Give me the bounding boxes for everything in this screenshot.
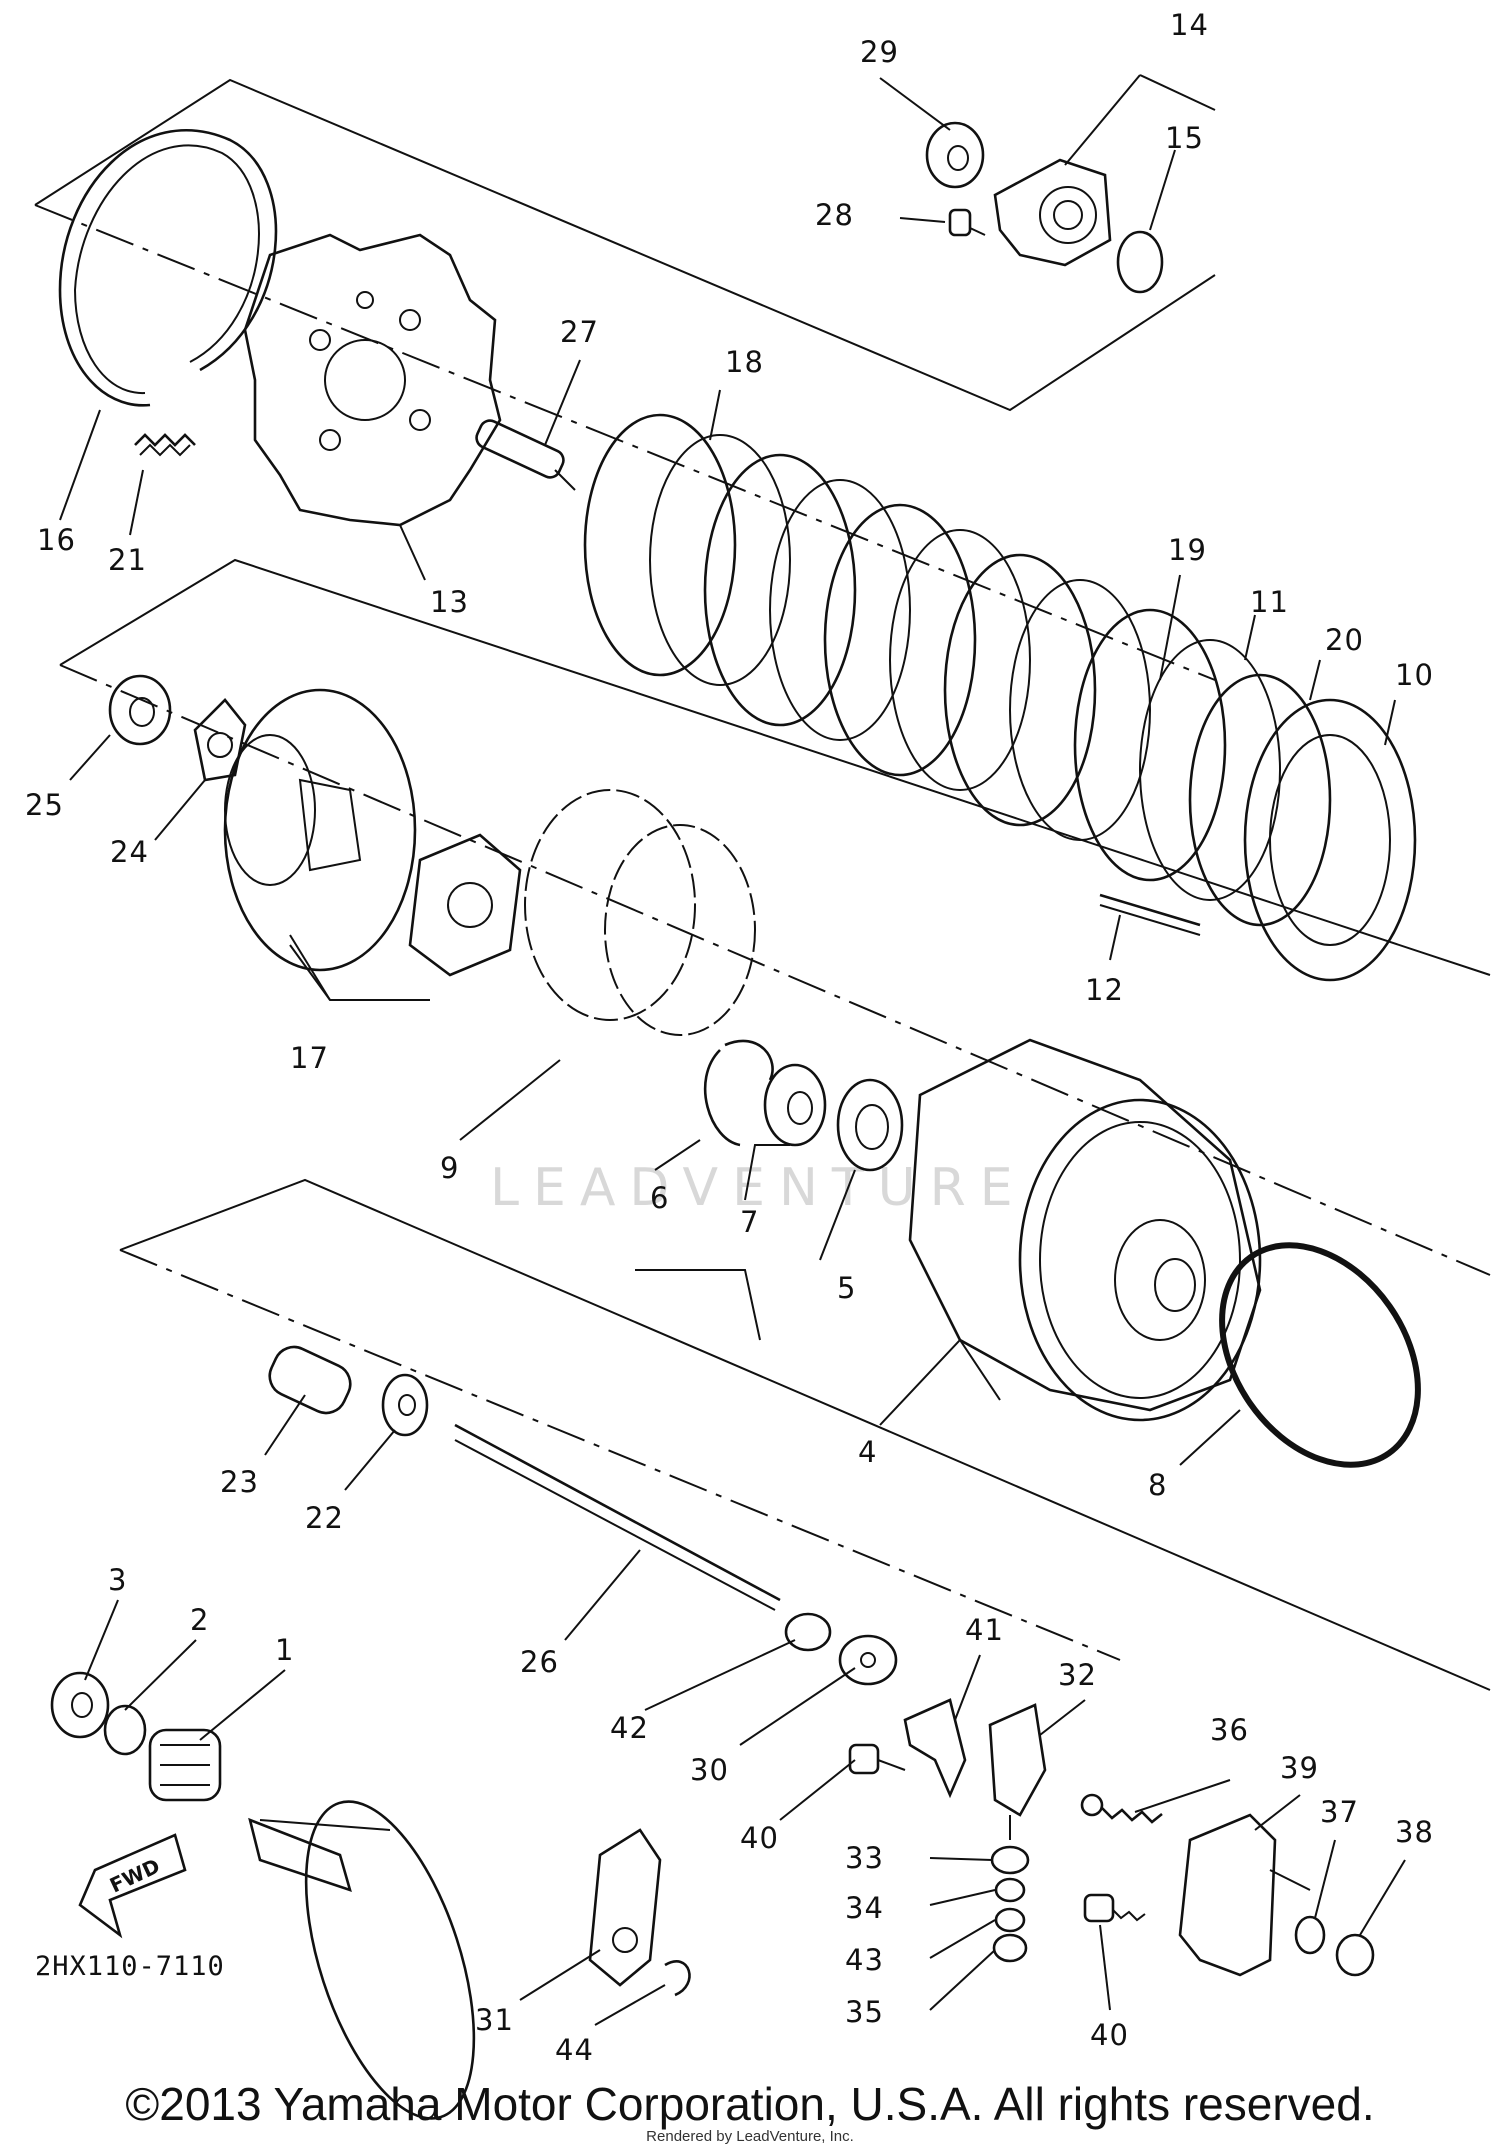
holder-39-part <box>1178 1813 1311 1977</box>
rendered-by-note: Rendered by LeadVenture, Inc. <box>646 2128 854 2145</box>
callout-7: 7 <box>740 1205 759 1239</box>
callout-28: 28 <box>815 198 854 232</box>
callout-44: 44 <box>555 2033 594 2067</box>
pressure-plate-part <box>243 233 502 527</box>
callout-2: 2 <box>190 1603 209 1637</box>
callout-34: 34 <box>845 1891 884 1925</box>
crankshaft-part <box>248 1800 476 2120</box>
callout-3: 3 <box>108 1563 127 1597</box>
callout-17: 17 <box>290 1041 329 1075</box>
clutch-spring-part <box>134 433 196 457</box>
nut-3-part <box>50 1671 110 1739</box>
push-rod-part <box>475 419 576 491</box>
callout-36: 36 <box>1210 1713 1249 1747</box>
clutch-plate-stack <box>583 413 1417 982</box>
clutch-housing-part <box>908 1038 1262 1422</box>
washer-2-part <box>103 1704 147 1756</box>
callout-30: 30 <box>690 1753 729 1787</box>
callout-40b: 40 <box>1090 2018 1129 2052</box>
primary-gear-hub <box>408 833 522 977</box>
callout-29: 29 <box>860 35 899 69</box>
frame-middle <box>59 558 1491 1276</box>
callout-14: 14 <box>1170 8 1209 42</box>
leader-lines <box>59 74 1406 2026</box>
callout-numbers: 29 14 15 28 27 18 16 21 13 19 11 20 10 1… <box>25 8 1434 2067</box>
callout-32: 32 <box>1058 1658 1097 1692</box>
callout-37: 37 <box>1320 1795 1359 1829</box>
push-rod-26-part <box>454 1423 781 1611</box>
callout-26: 26 <box>520 1645 559 1679</box>
washer-34-part <box>994 1877 1026 1903</box>
nut-38-part <box>1335 1933 1375 1977</box>
collar-5-part <box>836 1078 904 1172</box>
callout-12: 12 <box>1085 973 1124 1007</box>
copyright-notice: ©2013 Yamaha Motor Corporation, U.S.A. A… <box>125 2078 1375 2130</box>
callout-19: 19 <box>1168 533 1207 567</box>
o-ring-8-part <box>1219 1242 1421 1468</box>
callout-16: 16 <box>37 523 76 557</box>
callout-38: 38 <box>1395 1815 1434 1849</box>
washer-7-part <box>763 1063 827 1147</box>
callout-21: 21 <box>108 543 147 577</box>
callout-23: 23 <box>220 1465 259 1499</box>
callout-11: 11 <box>1250 585 1289 619</box>
callout-24: 24 <box>110 835 149 869</box>
callout-43: 43 <box>845 1943 884 1977</box>
callout-13: 13 <box>430 585 469 619</box>
washer-37-part <box>1294 1915 1326 1955</box>
callout-5: 5 <box>837 1271 856 1305</box>
washer-43-part <box>994 1907 1026 1933</box>
washer-30-part <box>838 1634 898 1686</box>
lever-32-part <box>988 1703 1047 1840</box>
circlip-6-part <box>703 1039 774 1147</box>
lever-31-part <box>588 1828 662 1987</box>
callout-25: 25 <box>25 788 64 822</box>
callout-15: 15 <box>1165 121 1204 155</box>
callout-27: 27 <box>560 315 599 349</box>
callout-9: 9 <box>440 1151 459 1185</box>
screw-28-part <box>948 208 986 237</box>
washer-42-part <box>784 1612 832 1652</box>
callout-31: 31 <box>475 2003 514 2037</box>
nut-35-part <box>992 1933 1028 1963</box>
nut-25-part <box>108 674 172 746</box>
forward-direction-arrow: FWD <box>78 1833 187 1939</box>
clip-44-part <box>664 1960 691 1997</box>
lock-washer-24-part <box>193 698 247 782</box>
callout-10: 10 <box>1395 658 1434 692</box>
bearing-23-part <box>268 1345 352 1415</box>
bolt-36-part <box>1080 1793 1163 1824</box>
callout-20: 20 <box>1325 623 1364 657</box>
ball-ring-part <box>524 789 756 1036</box>
diagram-code: 2HX110-7110 <box>35 1951 225 1982</box>
bolt-12-part <box>1099 893 1201 936</box>
callout-18: 18 <box>725 345 764 379</box>
gear-1-part <box>148 1728 222 1802</box>
bolt-40b-part <box>1083 1893 1146 1923</box>
callout-39: 39 <box>1280 1751 1319 1785</box>
callout-35: 35 <box>845 1995 884 2029</box>
callout-33: 33 <box>845 1841 884 1875</box>
washer-22-part <box>381 1373 429 1437</box>
frame-lower <box>119 1178 1491 1691</box>
callout-40a: 40 <box>740 1821 779 1855</box>
clip-15-part <box>1116 230 1164 294</box>
callout-1: 1 <box>275 1633 294 1667</box>
washer-33-part <box>990 1845 1030 1875</box>
bearing-housing-part <box>993 158 1112 267</box>
frame-top <box>34 78 1216 681</box>
callout-41: 41 <box>965 1613 1004 1647</box>
callout-4: 4 <box>858 1435 877 1469</box>
callout-42: 42 <box>610 1711 649 1745</box>
callout-22: 22 <box>305 1501 344 1535</box>
bolt-40a-part <box>848 1743 906 1775</box>
bearing-29-part <box>925 121 985 189</box>
primary-gear-part <box>223 688 417 972</box>
callout-6: 6 <box>650 1181 669 1215</box>
callout-8: 8 <box>1148 1468 1167 1502</box>
bracket-41-part <box>903 1698 967 1799</box>
circlip-ring-part <box>58 128 278 407</box>
